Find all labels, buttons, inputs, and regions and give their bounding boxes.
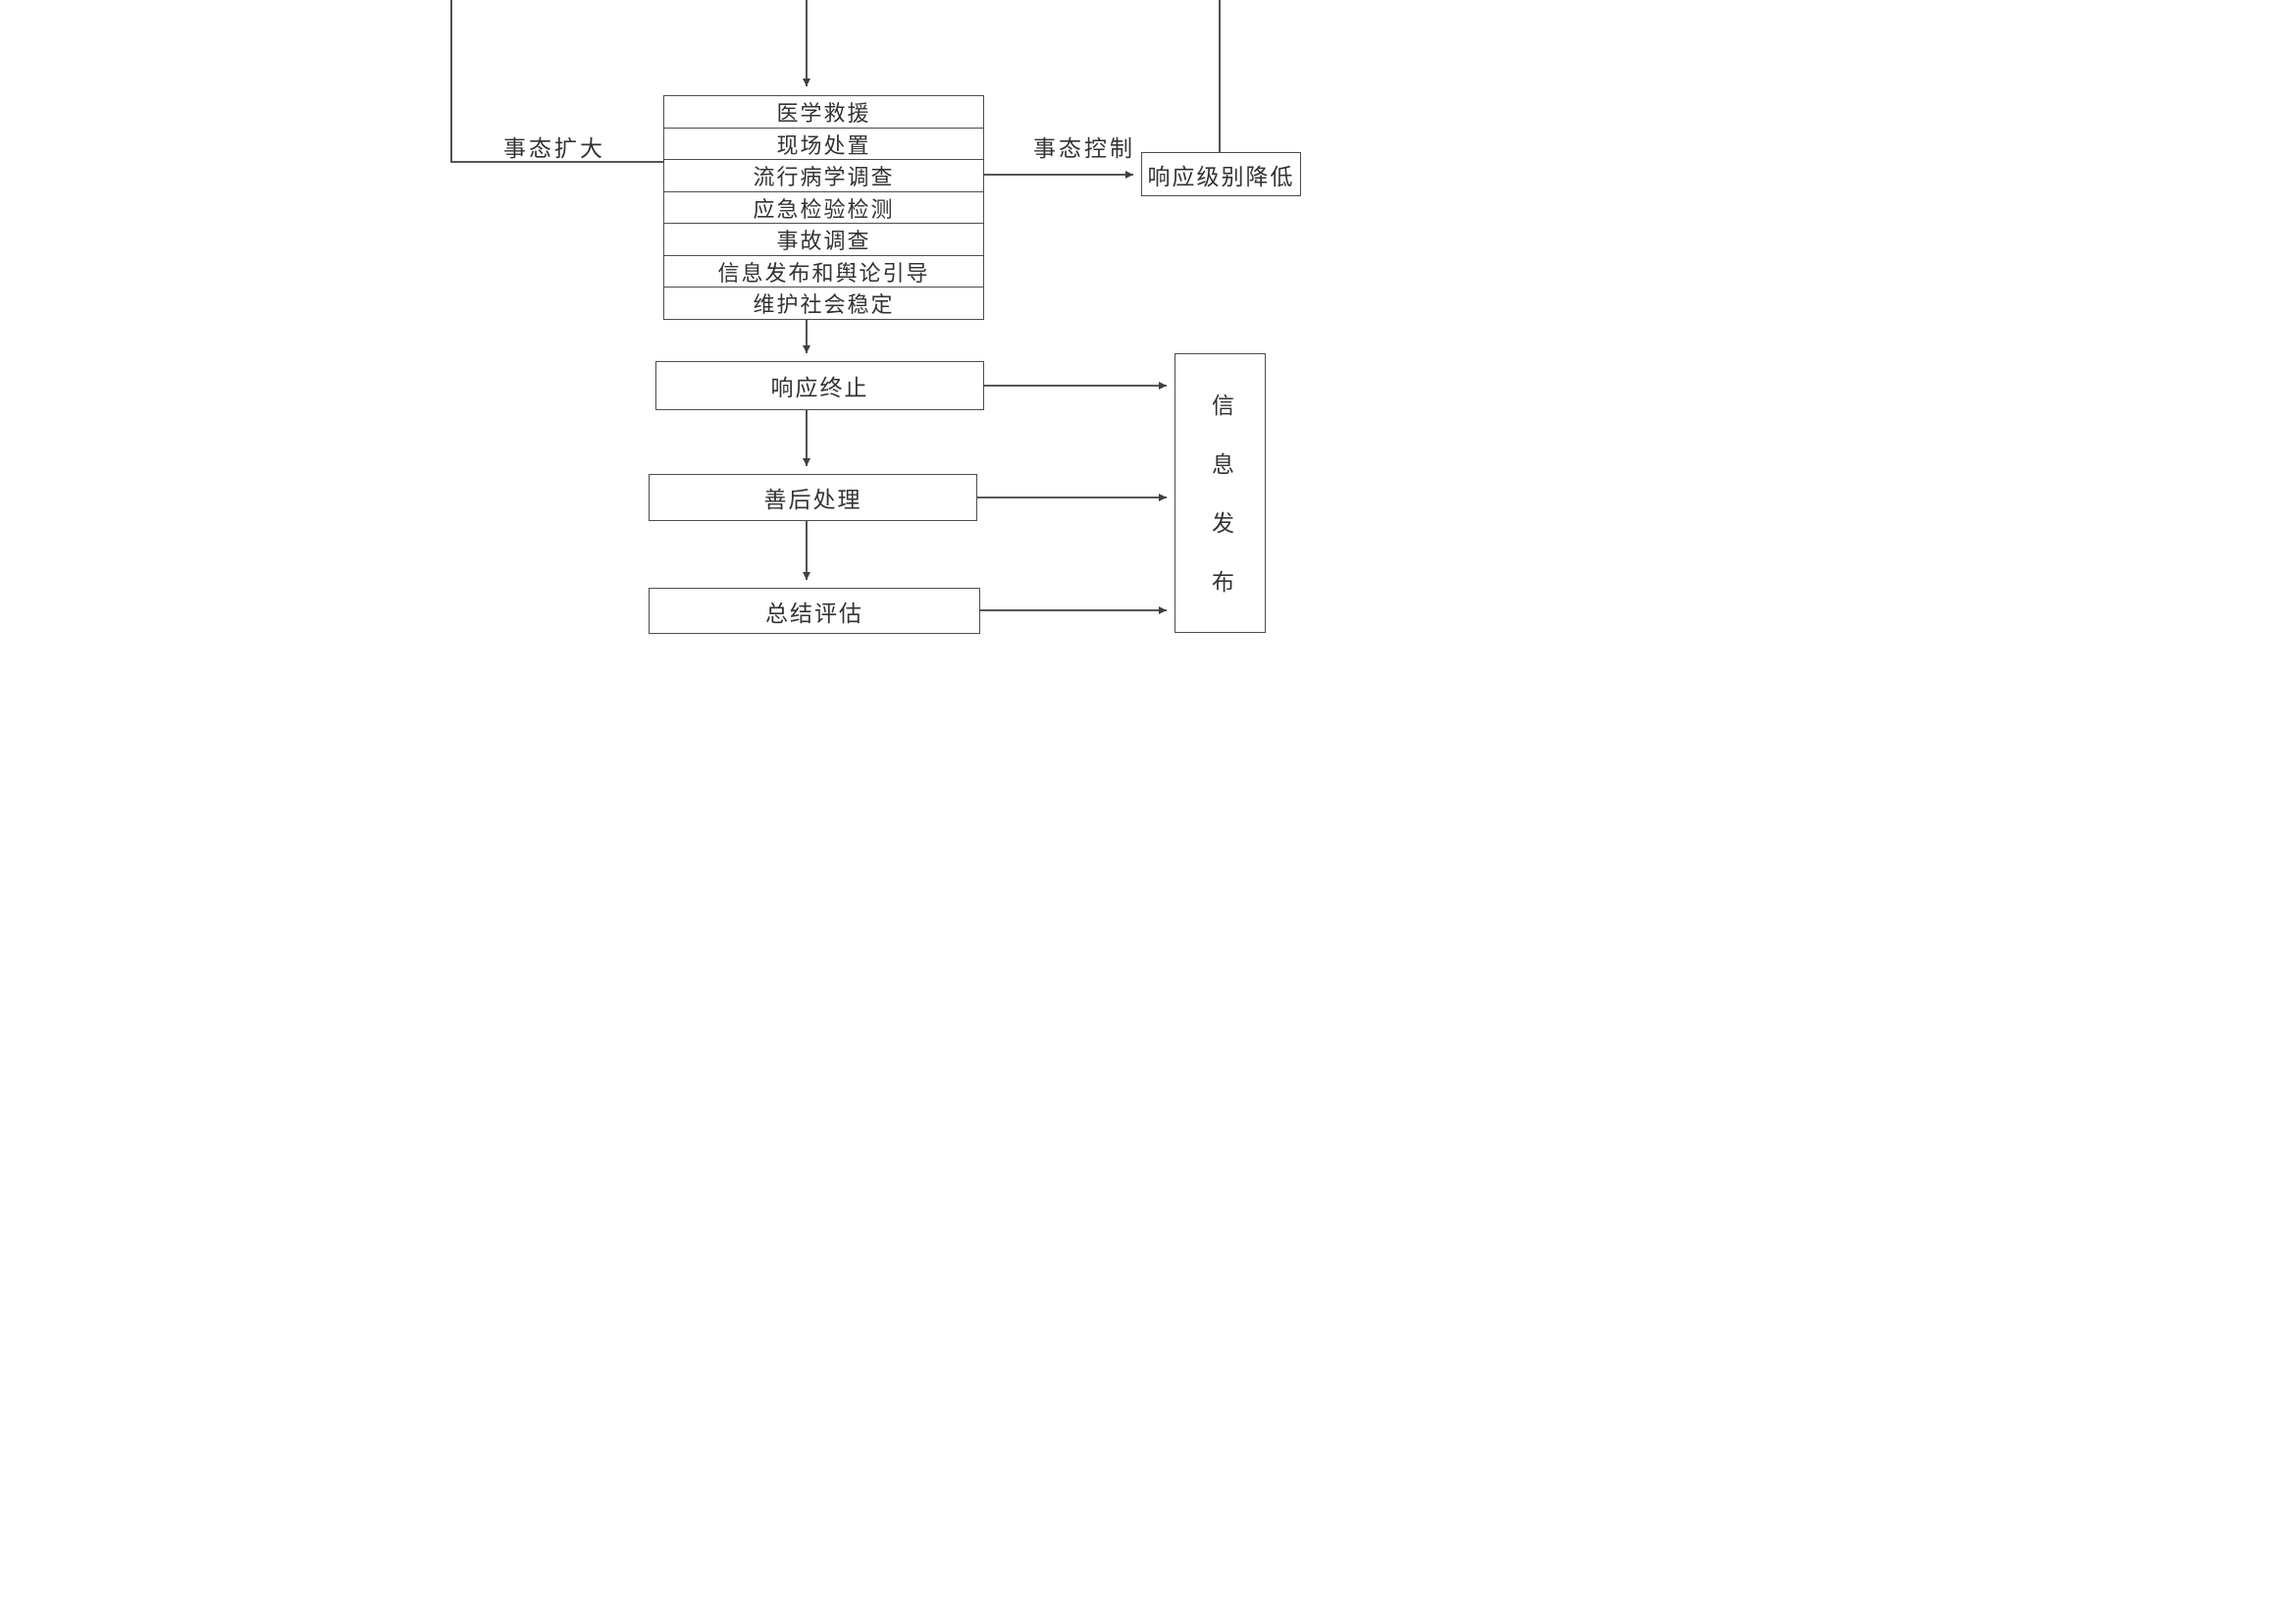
task-row-accident-investigation: 事故调查 bbox=[663, 223, 984, 256]
task-box: 医学救援 现场处置 流行病学调查 应急检验检测 事故调查 信息发布和舆论引导 维… bbox=[663, 95, 984, 320]
information-release-text: 信息发布 bbox=[1208, 393, 1233, 629]
task-row-information-release-guidance: 信息发布和舆论引导 bbox=[663, 254, 984, 288]
box-response-level-lowered: 响应级别降低 bbox=[1141, 152, 1301, 196]
task-row-social-stability: 维护社会稳定 bbox=[663, 287, 984, 320]
task-row-epidemiological-investigation: 流行病学调查 bbox=[663, 159, 984, 192]
box-summary-evaluation: 总结评估 bbox=[649, 588, 980, 634]
task-row-medical-rescue: 医学救援 bbox=[663, 95, 984, 129]
box-response-end: 响应终止 bbox=[655, 361, 984, 410]
task-row-onsite-disposal: 现场处置 bbox=[663, 127, 984, 161]
label-situation-escalation: 事态扩大 bbox=[503, 136, 605, 161]
box-information-release: 信息发布 bbox=[1174, 353, 1266, 633]
task-row-emergency-testing: 应急检验检测 bbox=[663, 190, 984, 225]
box-aftermath-handling: 善后处理 bbox=[649, 474, 977, 521]
label-situation-control: 事态控制 bbox=[1033, 136, 1135, 161]
